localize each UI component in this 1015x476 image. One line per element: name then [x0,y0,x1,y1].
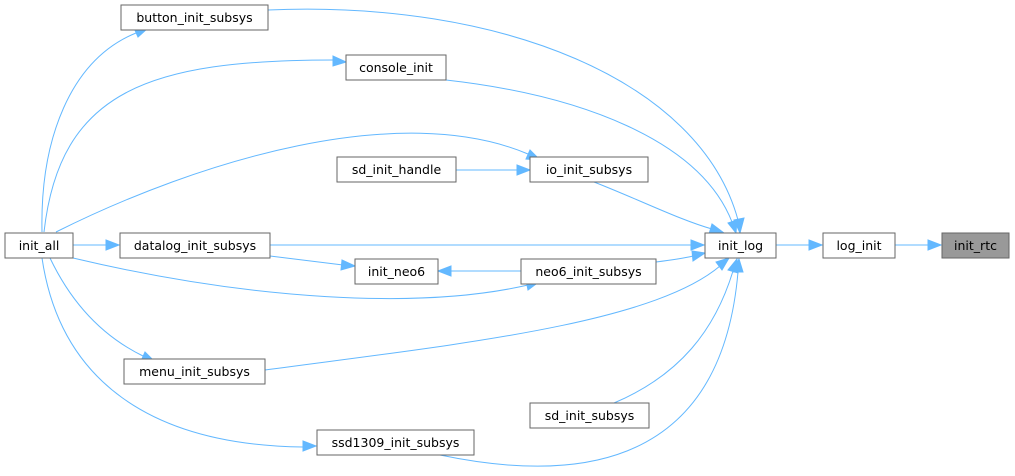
node-init-all[interactable]: init_all [4,232,74,259]
node-log-init[interactable]: log_init [822,232,896,259]
node-ssd1309-init-subsys[interactable]: ssd1309_init_subsys [316,429,475,456]
node-label: sd_init_handle [352,162,442,177]
edge-init-all-to-neo6-init-subsys [72,257,542,300]
node-label: datalog_init_subsys [134,238,256,253]
node-datalog-init-subsys[interactable]: datalog_init_subsys [119,232,271,259]
edge-console-init-to-init-log [445,79,738,235]
edge-init-all-to-io-init-subsys [55,132,542,233]
edge-init-all-to-button-init-subsys [41,27,150,233]
node-console-init[interactable]: console_init [345,54,447,81]
edge-button-init-subsys-to-init-log [267,8,745,235]
node-label: log_init [836,238,881,253]
edge-ssd1309-init-subsys-to-init-log [439,257,744,467]
edge-init-log-to-log-init [776,239,824,251]
edge-init-all-to-datalog-init-subsys [73,239,121,251]
node-label: io_init_subsys [546,162,632,177]
edge-init-all-to-console-init [43,55,348,233]
node-button-init-subsys[interactable]: button_init_subsys [120,4,269,31]
node-label: neo6_init_subsys [535,264,641,279]
node-label: menu_init_subsys [139,364,250,379]
node-label: init_neo6 [368,264,425,279]
edge-init-all-to-ssd1309-init-subsys [41,257,318,452]
edge-neo6-init-subsys-to-init-log [655,250,707,263]
edge-log-init-to-init-rtc [895,239,943,251]
node-label: init_all [19,238,60,253]
node-init-neo6[interactable]: init_neo6 [354,258,439,285]
edge-datalog-init-subsys-to-init-neo6 [269,255,357,271]
node-label: ssd1309_init_subsys [332,435,460,450]
node-label: console_init [359,60,433,75]
node-io-init-subsys[interactable]: io_init_subsys [529,156,649,183]
nodes: init_rtc log_init init_log button_init_s… [4,4,1010,456]
edge-init-all-to-menu-init-subsys [49,257,157,363]
node-sd-init-subsys[interactable]: sd_init_subsys [529,402,650,429]
edge-datalog-init-subsys-to-init-log [270,239,706,251]
node-label: sd_init_subsys [545,408,635,423]
edge-neo6-init-subsys-to-init-neo6 [436,265,521,277]
edges [41,8,943,467]
node-label: button_init_subsys [136,10,252,25]
node-init-rtc[interactable]: init_rtc [941,232,1010,259]
node-sd-init-handle[interactable]: sd_init_handle [336,156,457,183]
node-neo6-init-subsys[interactable]: neo6_init_subsys [520,258,657,285]
node-init-log[interactable]: init_log [704,232,777,259]
node-menu-init-subsys[interactable]: menu_init_subsys [123,358,266,385]
edge-io-init-subsys-to-init-log [593,181,726,235]
edge-sd-init-handle-to-io-init-subsys [456,164,532,176]
node-label: init_rtc [954,238,997,253]
node-label: init_log [718,238,763,253]
edge-menu-init-subsys-to-init-log [264,257,731,371]
